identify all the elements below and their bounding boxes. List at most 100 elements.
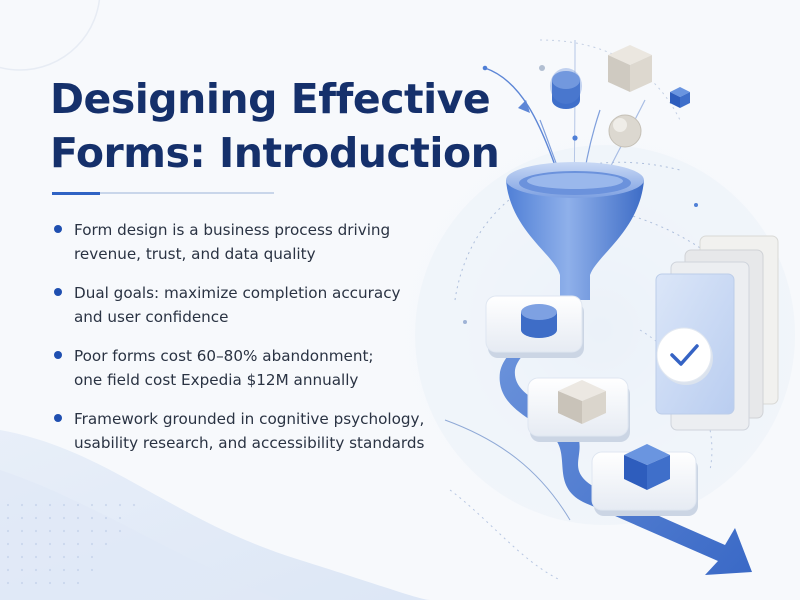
process-tile bbox=[527, 377, 630, 442]
flow-line bbox=[444, 419, 571, 521]
slide-title: Designing Effective Forms: Introduction bbox=[50, 72, 500, 180]
grid-dot bbox=[76, 581, 80, 585]
grid-dot bbox=[62, 555, 66, 559]
particle-dot bbox=[694, 203, 698, 207]
grid-dot bbox=[118, 516, 122, 520]
bullet-text: Framework grounded in cognitive psycholo… bbox=[74, 410, 425, 428]
grid-dot bbox=[34, 529, 38, 533]
divider-accent bbox=[52, 191, 100, 195]
bullet-item: Dual goals: maximize completion accuracy… bbox=[52, 281, 412, 329]
dot-grid bbox=[6, 503, 136, 585]
flow-ribbon bbox=[499, 298, 752, 575]
grid-dot bbox=[48, 542, 52, 546]
grid-dot bbox=[48, 568, 52, 572]
grid-dot bbox=[62, 516, 66, 520]
grid-dot bbox=[118, 503, 122, 507]
grid-dot bbox=[48, 503, 52, 507]
grid-dot bbox=[20, 503, 24, 507]
bullet-list: Form design is a business process drivin… bbox=[52, 218, 425, 470]
grid-dot bbox=[20, 529, 24, 533]
grid-dot bbox=[48, 581, 52, 585]
grid-dot bbox=[34, 555, 38, 559]
grid-dot bbox=[132, 503, 136, 507]
bullet-text: usability research, and accessibility st… bbox=[74, 434, 425, 452]
grid-dot bbox=[62, 503, 66, 507]
grid-dot bbox=[20, 581, 24, 585]
bullet-text: revenue, trust, and data quality bbox=[74, 245, 316, 263]
bullet-item: Framework grounded in cognitive psycholo… bbox=[52, 407, 425, 455]
grid-dot bbox=[90, 529, 94, 533]
grid-dot bbox=[34, 568, 38, 572]
grid-dot bbox=[6, 529, 10, 533]
grid-dot bbox=[48, 529, 52, 533]
grid-dot bbox=[76, 503, 80, 507]
title-line: Designing Effective bbox=[50, 75, 491, 123]
grid-dot bbox=[90, 542, 94, 546]
bullet-text: Form design is a business process drivin… bbox=[74, 221, 391, 239]
grid-dot bbox=[104, 503, 108, 507]
cylinder-icon bbox=[550, 68, 582, 109]
grid-dot bbox=[90, 555, 94, 559]
grid-dot bbox=[6, 555, 10, 559]
grid-dot bbox=[6, 568, 10, 572]
grid-dot bbox=[48, 516, 52, 520]
grid-dot bbox=[48, 555, 52, 559]
grid-dot bbox=[20, 542, 24, 546]
bullet-dot-icon bbox=[54, 351, 62, 359]
grid-dot bbox=[6, 581, 10, 585]
grid-dot bbox=[62, 568, 66, 572]
process-tile bbox=[591, 444, 698, 516]
cube-icon bbox=[670, 87, 690, 108]
grid-dot bbox=[6, 542, 10, 546]
title-divider bbox=[52, 191, 274, 195]
funnel-icon bbox=[506, 162, 644, 300]
grid-dot bbox=[118, 529, 122, 533]
grid-dot bbox=[34, 581, 38, 585]
grid-dot bbox=[6, 503, 10, 507]
particle-dot bbox=[463, 320, 467, 324]
cube-icon bbox=[558, 380, 606, 424]
grid-dot bbox=[20, 568, 24, 572]
bullet-text: Dual goals: maximize completion accuracy bbox=[74, 284, 401, 302]
bullet-dot-icon bbox=[54, 225, 62, 233]
grid-dot bbox=[76, 516, 80, 520]
grid-dot bbox=[104, 542, 108, 546]
particle-dot bbox=[572, 135, 578, 141]
top-left-arc bbox=[0, 0, 101, 71]
grid-dot bbox=[6, 516, 10, 520]
grid-dot bbox=[62, 542, 66, 546]
grid-dot bbox=[34, 542, 38, 546]
grid-dot bbox=[90, 516, 94, 520]
bullet-dot-icon bbox=[54, 288, 62, 296]
checkmark-icon bbox=[670, 344, 699, 366]
bullet-text: and user confidence bbox=[74, 308, 229, 326]
grid-dot bbox=[20, 516, 24, 520]
arrowhead-icon bbox=[518, 100, 530, 113]
bullet-item: Form design is a business process drivin… bbox=[52, 218, 412, 266]
cube-icon bbox=[608, 45, 652, 92]
title-line: Forms: Introduction bbox=[50, 129, 500, 177]
grid-dot bbox=[90, 568, 94, 572]
grid-dot bbox=[104, 529, 108, 533]
process-tile bbox=[485, 295, 584, 358]
stream-line bbox=[484, 67, 561, 181]
bottom-wave-light bbox=[0, 470, 280, 600]
grid-dot bbox=[34, 503, 38, 507]
bullet-text: one field cost Expedia $12M annually bbox=[74, 371, 359, 389]
bullet-dot-icon bbox=[54, 414, 62, 422]
grid-dot bbox=[76, 529, 80, 533]
sphere-icon bbox=[608, 114, 642, 148]
grid-dot bbox=[90, 503, 94, 507]
checkmark-badge bbox=[656, 327, 713, 385]
grid-dot bbox=[62, 529, 66, 533]
grid-dot bbox=[76, 568, 80, 572]
cube-icon bbox=[624, 444, 670, 490]
particle-dot bbox=[482, 65, 488, 71]
flow-line bbox=[449, 489, 561, 581]
grid-dot bbox=[20, 555, 24, 559]
grid-dot bbox=[76, 542, 80, 546]
cylinder-icon bbox=[521, 304, 557, 338]
funnel-illustration bbox=[444, 39, 779, 581]
bullet-item: Poor forms cost 60–80% abandonment; one … bbox=[52, 344, 412, 392]
